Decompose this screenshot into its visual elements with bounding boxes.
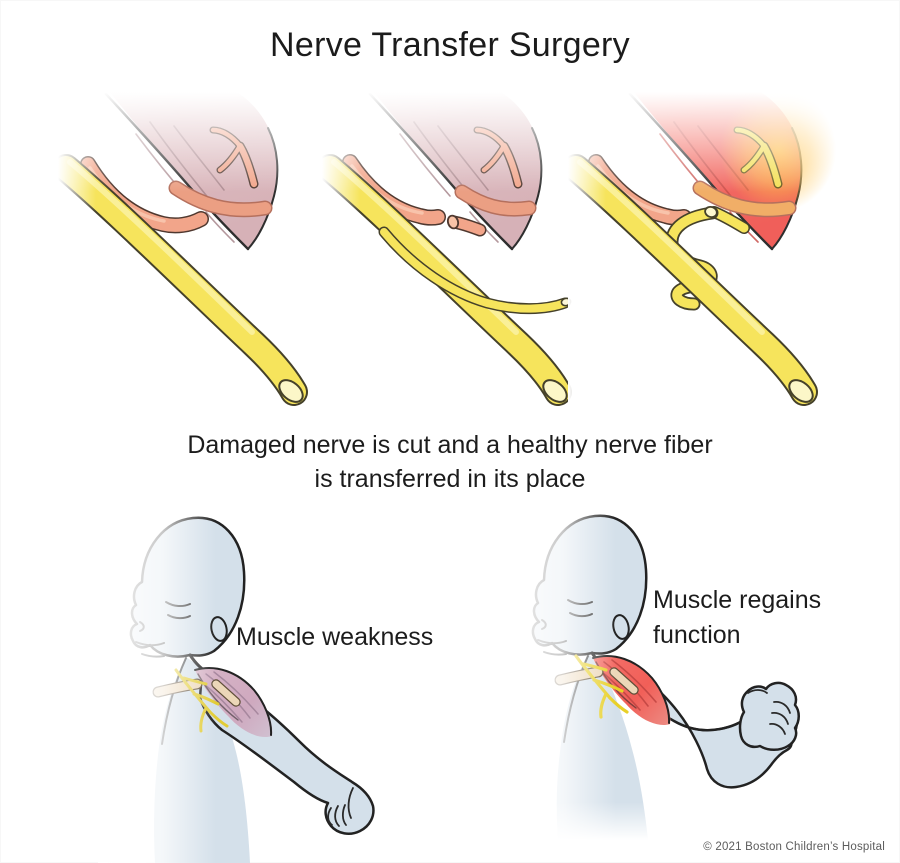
finger-lines xyxy=(327,787,354,827)
healthy-nerve xyxy=(58,154,308,406)
page-title: Nerve Transfer Surgery xyxy=(270,26,630,64)
muscle-regains-label: Muscle regains function xyxy=(653,583,821,653)
baby-weak-arm-illustration xyxy=(98,512,375,863)
copyright-text: © 2021 Boston Children’s Hospital xyxy=(703,841,885,853)
step-3-nerve-transferred-icon xyxy=(568,92,880,417)
caption-line-1: Damaged nerve is cut and a healthy nerve… xyxy=(187,431,713,459)
muscle-weakness-label: Muscle weakness xyxy=(236,623,434,651)
top-fade xyxy=(568,92,880,192)
left-fade xyxy=(58,92,96,417)
step-1-damaged-nerve-attached-icon xyxy=(58,92,328,417)
left-fade xyxy=(98,512,216,863)
left-fade xyxy=(498,506,616,840)
fist xyxy=(738,681,800,751)
left-fade xyxy=(322,92,360,417)
left-fade xyxy=(568,92,606,417)
muscle-regains-line-1: Muscle regains xyxy=(653,586,822,614)
step-2-damaged-nerve-cut-icon xyxy=(322,92,592,417)
top-fade xyxy=(322,92,592,192)
healthy-nerve xyxy=(568,154,818,406)
muscle-regains-line-2: function xyxy=(653,621,741,649)
caption-line-2: is transferred in its place xyxy=(314,465,586,493)
bottom-fade xyxy=(498,802,898,840)
top-fade xyxy=(58,92,328,192)
caption: Damaged nerve is cut and a healthy nerve… xyxy=(0,428,900,496)
baby-flexed-arm-illustration xyxy=(498,506,898,840)
